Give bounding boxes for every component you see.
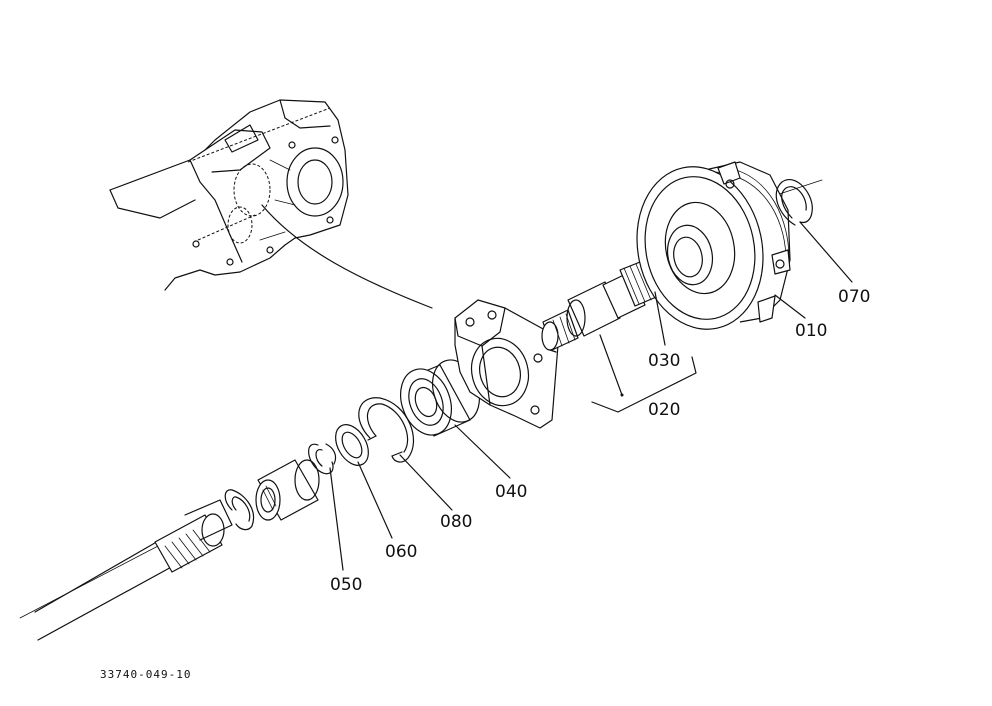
label-030: 030: [648, 351, 680, 371]
label-040: 040: [495, 482, 527, 502]
label-010: 010: [795, 321, 827, 341]
leader-070: [799, 221, 853, 283]
transmission-housing: [109, 99, 349, 291]
circlip-small-left: [224, 489, 254, 531]
label-020: 020: [648, 400, 680, 420]
leader-020-tip: [599, 334, 623, 396]
circlip-070: [775, 179, 813, 226]
leader-080: [399, 454, 453, 511]
bracket-020: [591, 356, 697, 413]
leader-050: [329, 467, 344, 571]
leader-040: [454, 424, 511, 479]
label-050: 050: [330, 575, 362, 595]
leader-030: [654, 291, 666, 346]
washer-060: [335, 424, 369, 466]
snap-ring-050: [308, 443, 337, 475]
ball-bearing-040: [400, 359, 480, 437]
bearing-holder: [454, 299, 559, 429]
leader-lines: [329, 221, 853, 571]
label-080: 080: [440, 512, 472, 532]
assembly-leader-line: [261, 204, 433, 309]
drawing-number: 33740-049-10: [100, 668, 191, 681]
label-070: 070: [838, 287, 870, 307]
leader-060: [357, 461, 393, 539]
input-shaft: [34, 499, 233, 641]
needle-bearing: [255, 459, 320, 521]
label-060: 060: [385, 542, 417, 562]
clutch-housing-010: [636, 161, 791, 330]
leader-010: [774, 294, 806, 319]
